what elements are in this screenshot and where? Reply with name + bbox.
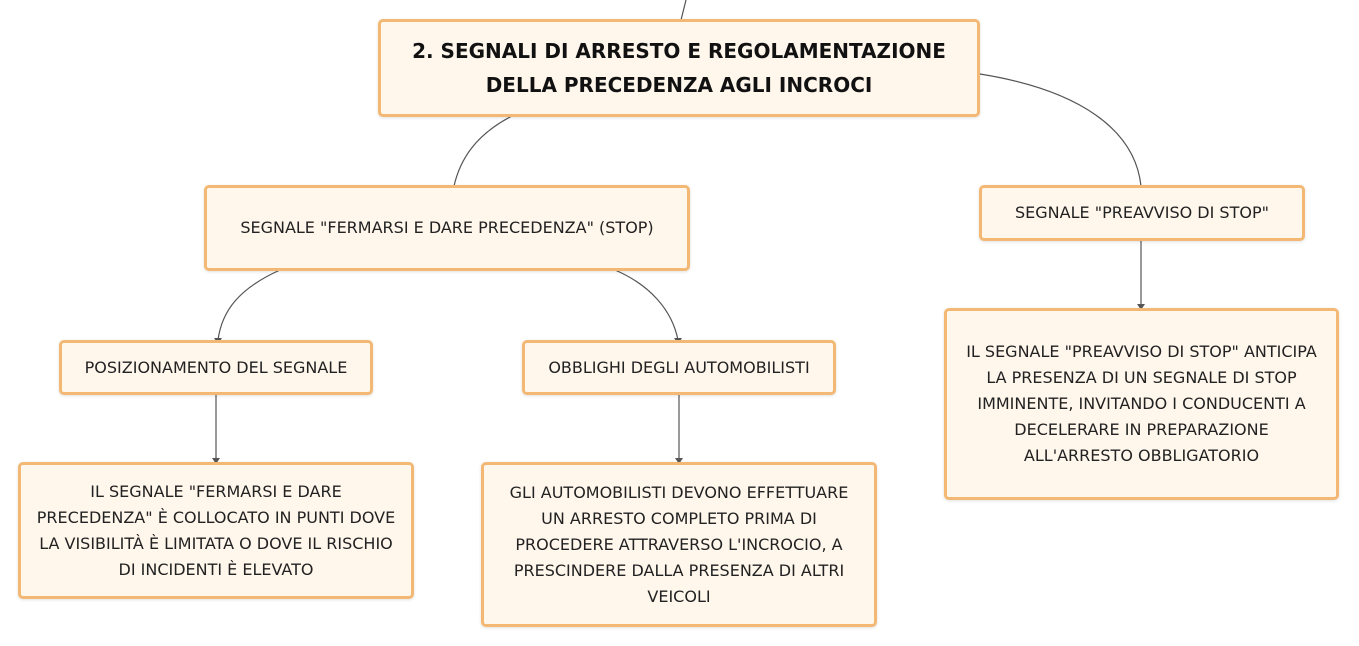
edge-root-stop bbox=[453, 115, 513, 187]
root-node[interactable]: 2. SEGNALI DI ARRESTO E REGOLAMENTAZIONE… bbox=[378, 19, 980, 117]
positioning-node-label: POSIZIONAMENTO DEL SEGNALE bbox=[84, 357, 348, 377]
obligations-detail-label: GLI AUTOMOBILISTI DEVONO EFFETTUARE UN A… bbox=[509, 482, 849, 606]
preavviso-detail-node[interactable]: IL SEGNALE "PREAVVISO DI STOP" ANTICIPA … bbox=[944, 308, 1339, 500]
preavviso-node[interactable]: SEGNALE "PREAVVISO DI STOP" bbox=[979, 185, 1305, 241]
edge-stop-positioning bbox=[217, 269, 281, 341]
stop-sign-node-label: SEGNALE "FERMARSI E DARE PRECEDENZA" (ST… bbox=[240, 218, 654, 237]
stop-sign-node[interactable]: SEGNALE "FERMARSI E DARE PRECEDENZA" (ST… bbox=[204, 185, 690, 271]
obligations-detail-node[interactable]: GLI AUTOMOBILISTI DEVONO EFFETTUARE UN A… bbox=[481, 462, 877, 627]
positioning-detail-node[interactable]: IL SEGNALE "FERMARSI E DARE PRECEDENZA" … bbox=[18, 462, 414, 599]
positioning-node[interactable]: POSIZIONAMENTO DEL SEGNALE bbox=[59, 340, 373, 395]
root-node-label: 2. SEGNALI DI ARRESTO E REGOLAMENTAZIONE… bbox=[412, 39, 946, 97]
preavviso-detail-label: IL SEGNALE "PREAVVISO DI STOP" ANTICIPA … bbox=[966, 342, 1317, 465]
edge-parent-root bbox=[680, 0, 687, 21]
positioning-detail-label: IL SEGNALE "FERMARSI E DARE PRECEDENZA" … bbox=[36, 481, 396, 579]
obligations-node-label: OBBLIGHI DEGLI AUTOMOBILISTI bbox=[548, 357, 810, 377]
obligations-node[interactable]: OBBLIGHI DEGLI AUTOMOBILISTI bbox=[522, 340, 836, 395]
edge-root-preavviso bbox=[979, 73, 1142, 187]
preavviso-node-label: SEGNALE "PREAVVISO DI STOP" bbox=[1015, 203, 1269, 222]
edge-stop-obligations bbox=[614, 269, 679, 341]
